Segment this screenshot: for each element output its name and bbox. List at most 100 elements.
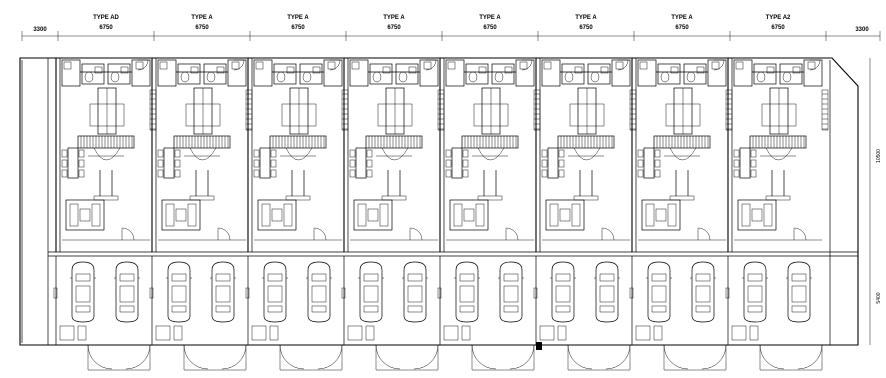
shaft	[821, 89, 829, 131]
car-icon	[358, 261, 384, 323]
unit-plan	[53, 58, 157, 345]
building-outline	[19, 57, 859, 346]
unit-plan	[533, 58, 637, 345]
staircase	[365, 135, 423, 149]
sofa-set-icon	[737, 199, 777, 231]
sofa-set-icon	[641, 199, 681, 231]
unit-plan	[245, 58, 349, 345]
sofa-set-icon	[545, 199, 585, 231]
car-icon	[114, 261, 140, 323]
unit-type-label: TYPE A	[383, 15, 405, 21]
dining-table-icon	[61, 147, 85, 179]
door-swing	[329, 59, 341, 71]
door-swing	[505, 227, 519, 241]
side-dimension-upper: 10500	[876, 149, 882, 163]
car-icon	[402, 261, 428, 323]
staircase	[269, 135, 327, 149]
upper-rooms	[253, 59, 343, 87]
stair-core	[269, 87, 327, 201]
dining-table-icon	[637, 147, 661, 179]
upper-rooms	[445, 59, 535, 87]
bathroom-fixtures	[491, 63, 515, 85]
door-swing	[809, 59, 821, 71]
stair-core	[173, 87, 231, 201]
dining-table-icon	[733, 147, 757, 179]
bathroom-fixtures	[779, 63, 803, 85]
upper-rooms	[349, 59, 439, 87]
dining-table-icon	[349, 147, 373, 179]
car-icon	[550, 261, 576, 323]
unit-type-label: TYPE A2	[766, 15, 791, 21]
sofa-set-icon	[257, 199, 297, 231]
car-icon	[166, 261, 192, 323]
front-gate	[443, 325, 535, 371]
door-swing	[617, 59, 629, 71]
door-swing	[137, 59, 149, 71]
door-swing	[601, 227, 615, 241]
door-swing	[121, 227, 135, 241]
side-dimension-lower: 5400	[876, 292, 882, 303]
unit-plan	[629, 58, 733, 345]
shaft	[437, 89, 445, 131]
left-end-dimension: 3300	[33, 27, 47, 33]
door-swing	[313, 227, 327, 241]
bathroom-fixtures	[107, 63, 131, 85]
sofa-set-icon	[65, 199, 105, 231]
door-swing	[409, 227, 423, 241]
dining-table-icon	[445, 147, 469, 179]
bathroom-fixtures	[369, 63, 393, 85]
car-icon	[594, 261, 620, 323]
unit-width-label: 6750	[771, 25, 785, 31]
stair-core	[365, 87, 423, 201]
bathroom-fixtures	[177, 63, 201, 85]
car-icon	[498, 261, 524, 323]
stair-core	[77, 87, 135, 201]
bathroom-fixtures	[395, 63, 419, 85]
shaft	[629, 89, 637, 131]
upper-rooms	[637, 59, 727, 87]
front-gate	[731, 325, 823, 371]
car-icon	[786, 261, 812, 323]
car-icon	[210, 261, 236, 323]
unit-width-label: 6750	[387, 25, 401, 31]
unit-plan	[149, 58, 253, 345]
bathroom-fixtures	[587, 63, 611, 85]
bathroom-fixtures	[203, 63, 227, 85]
car-icon	[306, 261, 332, 323]
side-dimensions: 10500 5400	[869, 58, 882, 345]
unit-width-label: 6750	[99, 25, 113, 31]
door-swing	[713, 59, 725, 71]
unit-type-label: TYPE A	[287, 15, 309, 21]
column-marker	[536, 342, 542, 350]
bathroom-fixtures	[561, 63, 585, 85]
stair-core	[557, 87, 615, 201]
unit-width-label: 6750	[195, 25, 209, 31]
unit-type-label: TYPE A	[479, 15, 501, 21]
car-icon	[70, 261, 96, 323]
car-icon	[646, 261, 672, 323]
door-swing	[793, 227, 807, 241]
staircase	[77, 135, 135, 149]
stair-core	[749, 87, 807, 201]
shaft	[245, 89, 253, 131]
door-swing	[233, 59, 245, 71]
dining-table-icon	[541, 147, 565, 179]
bathroom-fixtures	[753, 63, 777, 85]
front-gate	[635, 325, 727, 371]
door-swing	[697, 227, 711, 241]
front-gate	[347, 325, 439, 371]
sofa-set-icon	[449, 199, 489, 231]
car-icon	[262, 261, 288, 323]
unit-type-label: TYPE A	[671, 15, 693, 21]
unit-width-label: 6750	[483, 25, 497, 31]
bathroom-fixtures	[683, 63, 707, 85]
upper-rooms	[157, 59, 247, 87]
shaft	[149, 89, 157, 131]
door-swing	[521, 59, 533, 71]
shaft	[341, 89, 349, 131]
unit-type-label: TYPE A	[191, 15, 213, 21]
front-gate	[155, 325, 247, 371]
unit-type-label: TYPE AD	[93, 15, 119, 21]
